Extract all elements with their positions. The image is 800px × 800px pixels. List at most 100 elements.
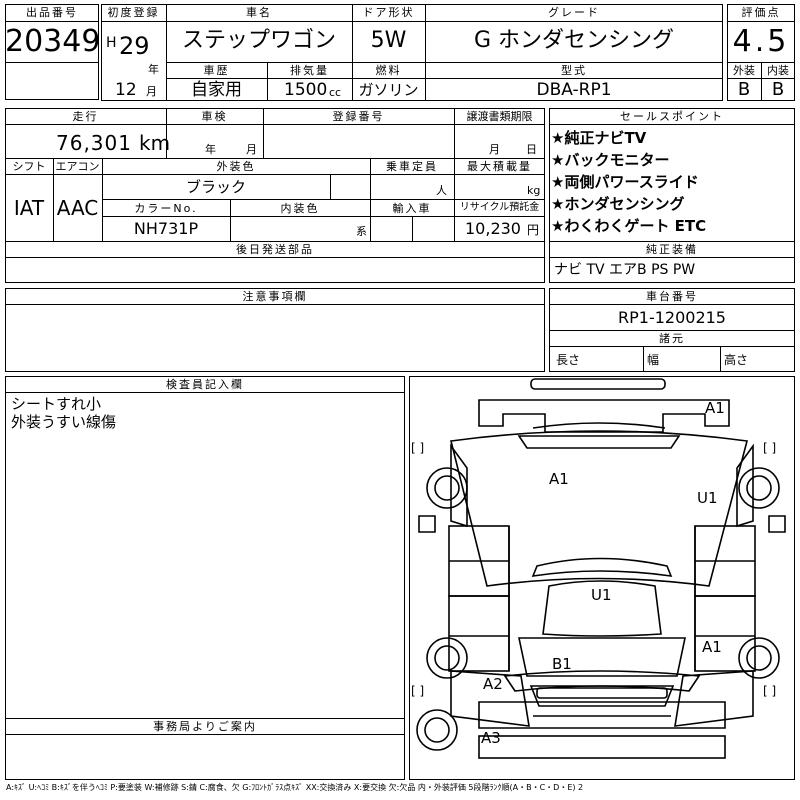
exterior-color: ブラック (185, 178, 246, 196)
bracket-mark: [ ] (411, 684, 425, 698)
inspection-year-unit: 年 (205, 143, 216, 156)
interior-grade: B (771, 79, 785, 100)
aircon-label: エアコン (55, 160, 100, 173)
inspector-note: シートすれ小 (11, 395, 102, 413)
recycle-fee: 10,230 (465, 219, 521, 238)
recycle-fee-label: リサイクル預託金 (459, 202, 540, 213)
genuine-equipment-label: 純正装備 (646, 243, 698, 256)
notes-label: 注意事項欄 (242, 290, 308, 303)
recycle-fee-unit: 円 (527, 223, 540, 237)
exterior-color-label: 外装色 (216, 160, 256, 173)
inspection-label: 車検 (201, 110, 228, 123)
left-side-rear (448, 595, 510, 672)
chassis-number: RP1-1200215 (618, 308, 726, 327)
right-mirror (768, 515, 786, 533)
model: DBA-RP1 (536, 80, 612, 100)
lot-number-box (5, 4, 99, 100)
registration-year: 29 (119, 32, 150, 60)
inspector-label: 検査員記入欄 (166, 378, 244, 391)
bracket-mark: [ ] (763, 684, 777, 698)
car-name: ステップワゴン (181, 28, 336, 53)
vehicle-header-box (101, 4, 723, 101)
displacement: 1500 (284, 80, 328, 100)
lot-number-label: 出品番号 (26, 6, 78, 19)
displacement-unit: cc (329, 86, 342, 99)
rear-hatch (518, 637, 686, 677)
width-label: 幅 (647, 353, 660, 367)
registration-number-label: 登録番号 (332, 110, 385, 123)
later-parts-label: 後日発送部品 (236, 243, 314, 256)
roof (542, 580, 662, 637)
front-left-wheel (426, 467, 468, 509)
shift: IAT (13, 196, 45, 220)
era: H (106, 35, 117, 51)
damage-diagram-box (409, 376, 795, 780)
grade: G ホンダセンシング (473, 28, 675, 53)
max-load-unit: kg (527, 184, 541, 197)
color-number: NH731P (133, 219, 199, 238)
rear-step (478, 735, 726, 759)
right-side-rear (694, 595, 756, 672)
selling-point: ★純正ナビTV (551, 129, 647, 147)
chassis-number-label: 車台番号 (646, 290, 698, 303)
selling-point: ★ホンダセンシング (551, 195, 685, 213)
model-label: 型式 (561, 64, 587, 77)
damage-mark: A1 (705, 399, 725, 417)
damage-mark: A1 (702, 638, 722, 656)
car-name-label: 車名 (246, 6, 272, 19)
first-registration-label: 初度登録 (107, 6, 160, 19)
transfer-day-unit: 日 (526, 143, 537, 156)
selling-point: ★バックモニター (551, 151, 670, 169)
mileage-unit: km (139, 131, 171, 155)
damage-mark: U1 (697, 489, 718, 507)
exterior-label: 外装 (733, 64, 755, 77)
right-rear-fender (674, 670, 754, 727)
notes-box (5, 288, 545, 372)
selling-point: ★わくわくゲート ETC (551, 217, 707, 235)
fuel-label: 燃料 (375, 64, 402, 77)
interior-color-unit: 系 (356, 225, 367, 238)
inspector-note: 外装うすい線傷 (11, 413, 117, 431)
details-box (5, 108, 545, 283)
mileage: 76,301 (56, 131, 132, 155)
inspector-box (5, 376, 405, 780)
score: 4.5 (732, 24, 790, 59)
import-label: 輸入車 (392, 202, 432, 215)
length-label: 長さ (556, 353, 581, 367)
year-unit: 年 (148, 63, 159, 76)
selling-points-label: セールスポイント (620, 110, 724, 123)
rear-right-wheel (738, 637, 780, 679)
shift-label: シフト (12, 160, 46, 173)
registration-month: 12 (115, 80, 137, 100)
mileage-label: 走行 (72, 110, 99, 123)
damage-mark: A2 (483, 675, 503, 693)
front-panel (478, 399, 730, 433)
specs-label: 諸元 (659, 332, 685, 345)
door-type: 5W (370, 28, 407, 53)
transfer-deadline-label: 譲渡書類期限 (466, 110, 533, 123)
capacity-label: 乗車定員 (386, 160, 438, 173)
rear-glass (529, 685, 675, 707)
damage-mark: A1 (549, 470, 569, 488)
office-notice-label: 事務局よりご案内 (153, 720, 257, 733)
max-load-label: 最大積載量 (467, 160, 532, 173)
color-number-label: カラーNo. (134, 202, 198, 215)
interior-color-label: 内装色 (280, 202, 320, 215)
month-unit: 月 (146, 85, 157, 98)
left-rear-fender (450, 670, 530, 727)
interior-label: 内装 (767, 64, 789, 77)
lot-number: 20349 (5, 24, 101, 59)
front-right-wheel (738, 467, 780, 509)
score-label: 評価点 (741, 6, 781, 19)
transfer-month-unit: 月 (489, 143, 500, 156)
damage-legend: A:ｷｽﾞ U:ﾍｺﾐ B:ｷｽﾞを伴うﾍｺﾐ P:要塗装 W:補修跡 S:錆 … (6, 783, 584, 792)
left-mirror (418, 515, 436, 533)
aircon: AAC (56, 196, 99, 220)
damage-mark: A3 (481, 729, 501, 747)
exterior-grade: B (737, 79, 751, 100)
front-bumper (530, 378, 666, 390)
hood (450, 430, 749, 587)
history: 自家用 (191, 80, 242, 100)
displacement-label: 排気量 (290, 64, 329, 77)
bracket-mark: [ ] (763, 441, 777, 455)
